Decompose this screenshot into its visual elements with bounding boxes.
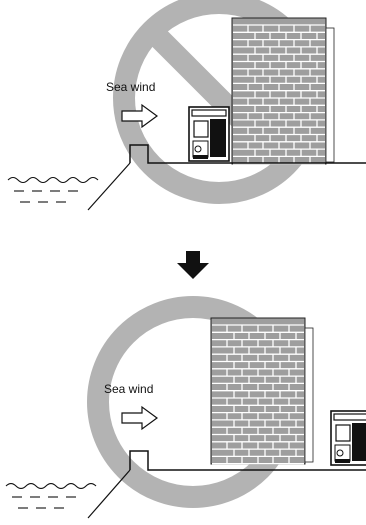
ground-line xyxy=(129,450,366,471)
wind-arrow-icon xyxy=(121,103,159,129)
scene-correct xyxy=(5,296,366,519)
sea-waves xyxy=(7,176,99,203)
sea-wind-label: Sea wind xyxy=(106,80,156,94)
down-arrow-icon xyxy=(177,251,209,279)
ground-line xyxy=(129,144,366,164)
outdoor-unit xyxy=(188,106,230,162)
sea-wind-label: Sea wind xyxy=(104,382,154,396)
seawall-slope xyxy=(87,469,131,519)
seawall-slope xyxy=(87,162,131,211)
outdoor-unit xyxy=(330,410,366,466)
apartment-building xyxy=(231,17,335,165)
scene-incorrect xyxy=(7,0,366,211)
sea-waves xyxy=(5,482,97,509)
apartment-building xyxy=(210,317,314,465)
wind-arrow-icon xyxy=(121,405,159,431)
